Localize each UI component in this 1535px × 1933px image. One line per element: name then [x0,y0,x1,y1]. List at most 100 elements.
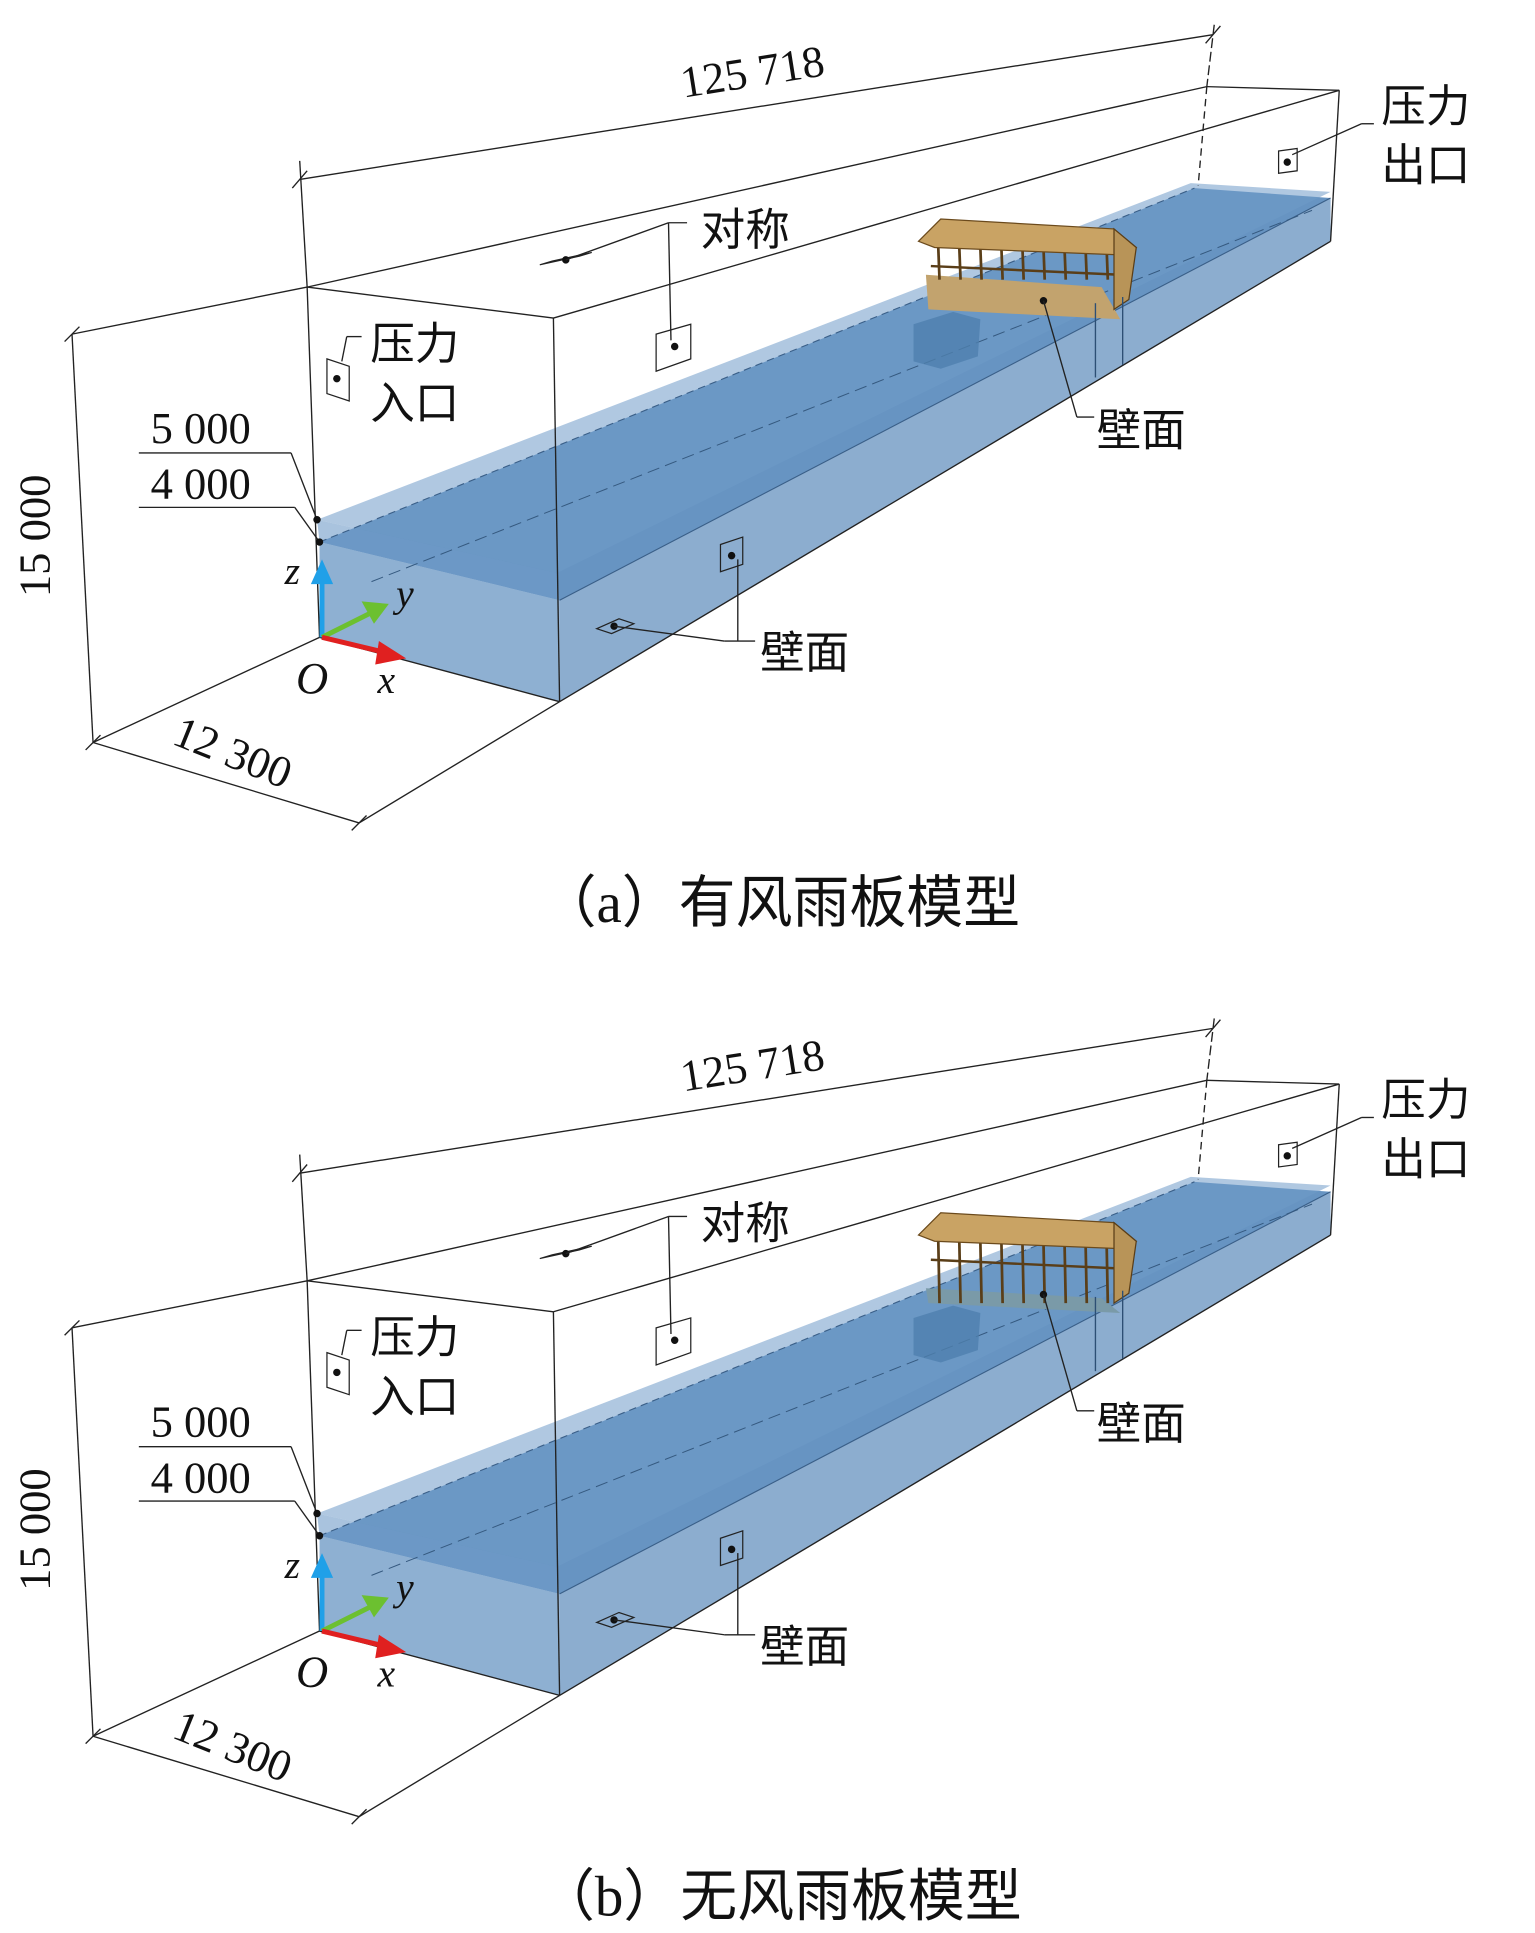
water-front-face [319,542,560,702]
marker-dot [727,1545,736,1554]
level-point [313,516,321,524]
leader-line [1042,300,1078,418]
box-edge [306,287,321,638]
outlet-label-line1: 压力 [1381,1075,1470,1125]
leader-line [667,222,672,341]
dimension-extension-line [299,1154,308,1281]
dimension-extension-line [358,1694,560,1818]
bridge-rail [930,1258,1121,1270]
bridge-column [1063,1241,1068,1304]
box-edge [552,318,561,702]
x-axis [321,1628,385,1649]
wall-bridge-label: 壁面 [1097,406,1186,456]
dimension-extension-line [1206,24,1215,87]
water-dash-line [371,1203,1313,1576]
wall-marker [719,536,744,573]
box-edge [306,85,1207,288]
marker-dot [1039,297,1048,305]
bridge-column [1084,1241,1089,1304]
leader-line [613,1619,725,1636]
symmetry-marker [655,1317,692,1366]
level-lower-label: 4 000 [151,459,251,509]
inlet-label-line1: 压力 [370,319,459,369]
water-side-face [559,198,1331,702]
bridge-column [1021,1241,1026,1304]
water-top-edge [559,197,1331,601]
dimension-extension-line [92,636,320,744]
panel-caption: （a）有风雨板模型 [540,872,1021,935]
width-dimension-line [92,741,360,824]
level-upper-label: 5 000 [151,1397,251,1447]
level-leader [290,452,318,521]
leader-line [667,1216,672,1335]
water-top-edge [559,1191,1331,1595]
bridge-column [1042,247,1047,280]
outlet-label-line1: 压力 [1381,81,1470,131]
length-dimension-line [299,33,1214,181]
y-axis-label: y [392,1565,414,1609]
wall-marker [595,1611,636,1628]
box-edge [307,1280,554,1313]
bridge-gable [1113,1221,1137,1305]
leader-line [1291,123,1362,156]
leader-line [341,1330,348,1356]
x-axis-label: x [377,658,396,702]
box-edge [553,1083,1340,1313]
level-leader [290,1446,318,1514]
water-upper-layer [317,183,1331,573]
leader-line [341,336,348,362]
marker-dot [1283,1152,1291,1160]
outlet-label-line2: 出口 [1381,1134,1470,1184]
length-dimension-label: 125 718 [677,36,828,108]
water-upper-layer-front [317,519,560,601]
z-axis-label: z [284,1543,300,1587]
covered-bridge [917,1212,1138,1314]
water-side-face [559,1191,1331,1696]
height-dimension-line [71,1327,94,1737]
y-axis-label: y [392,571,414,615]
origin-label: O [296,653,328,703]
wall-channel-label: 壁面 [760,1622,849,1672]
inlet-marker [326,358,350,402]
water-front-face [319,1535,560,1696]
outlet-label-line2: 出口 [1381,141,1470,191]
x-axis-label: x [377,1652,396,1696]
bridge-column [936,1241,941,1304]
dimension-tick [64,326,80,343]
dimension-tick [291,1164,308,1183]
box-hidden-edge [1197,86,1208,186]
box-edge [306,1079,1207,1282]
symmetry-label: 对称 [701,1199,790,1249]
marker-dot [727,551,736,560]
level-point [313,1509,321,1518]
box-edge [552,1311,561,1696]
length-dimension-label: 125 718 [677,1029,828,1101]
bridge-rail [930,264,1121,276]
wind-rain-board [925,274,1121,320]
length-dimension-line [299,1027,1214,1174]
outlet-marker [1277,1141,1298,1168]
box-edge [1206,85,1340,92]
dimension-extension-line [71,1280,308,1329]
y-axis [320,1605,371,1634]
inlet-label-line2: 入口 [370,378,459,428]
box-edge [1206,1079,1340,1085]
box-edge [559,1234,1331,1696]
leader-line [565,1215,669,1255]
dimension-tick [351,1808,368,1825]
level-leader [294,506,321,543]
x-axis [321,634,385,655]
bridge-gable [1113,227,1137,311]
level-upper-label: 5 000 [151,403,251,453]
bridge-pier [913,1305,981,1363]
dimension-extension-line [71,286,308,335]
level-point [315,1532,324,1540]
box-edge [1329,90,1340,242]
water-dash-line [371,209,1313,583]
y-axis-arrow-icon [361,1595,389,1618]
height-dimension-line [71,334,94,743]
height-dimension-label: 15 000 [10,475,60,598]
